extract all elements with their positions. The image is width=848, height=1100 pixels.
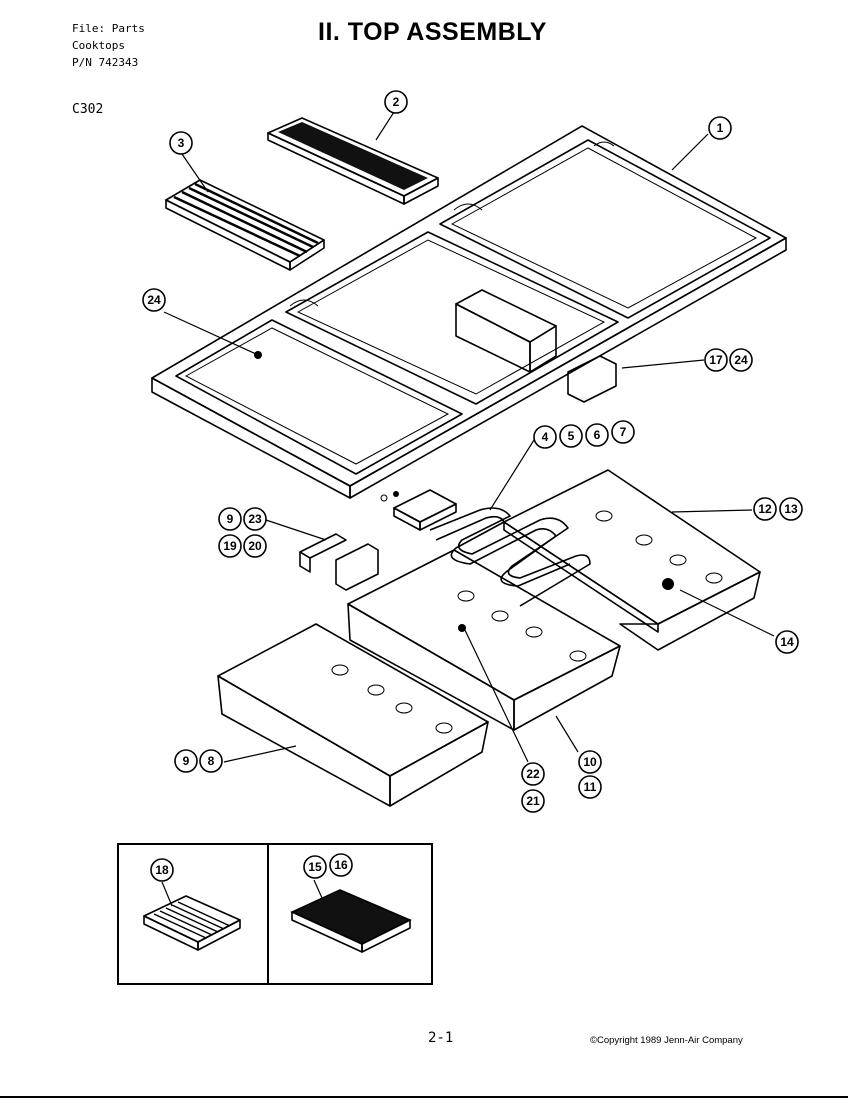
callout-10: 10 [578,750,602,774]
svg-text:12: 12 [758,502,772,516]
svg-text:18: 18 [155,863,169,877]
svg-text:10: 10 [583,755,597,769]
left-burner-pan [217,623,489,807]
svg-text:3: 3 [178,136,185,150]
part-number-line: P/N 742343 [72,56,139,69]
center-burner-pan [347,549,621,731]
mounting-bracket [299,533,379,591]
svg-text:7: 7 [620,425,627,439]
svg-text:24: 24 [147,293,161,307]
grill-grate [165,179,325,271]
callout-19: 19 [218,534,242,558]
callout-15: 15 [303,855,327,879]
callout-3: 3 [169,131,193,155]
svg-text:11: 11 [584,780,597,794]
svg-text:17: 17 [709,353,723,367]
callout-12: 12 [753,497,777,521]
callout-22: 22 [521,762,545,786]
svg-text:6: 6 [594,428,601,442]
file-header: File: Parts Cooktops P/N 742343 [72,20,145,71]
svg-text:20: 20 [248,539,262,553]
model-number: C302 [72,102,104,117]
callout-21: 21 [521,789,545,813]
callout-5: 5 [559,424,583,448]
heating-element [429,507,591,607]
callout-1: 1 [708,116,732,140]
callout-23: 23 [243,507,267,531]
callout-9-bracket: 9 [218,507,242,531]
cooktop-frame [151,125,787,499]
svg-text:1: 1 [717,121,724,135]
svg-text:9: 9 [183,754,190,768]
svg-text:2: 2 [393,95,400,109]
callout-11: 11 [578,775,602,799]
callout-8: 8 [199,749,223,773]
callout-4: 4 [533,425,557,449]
bottom-rule [0,1096,848,1098]
svg-text:19: 19 [223,539,237,553]
svg-text:24: 24 [734,353,748,367]
callout-24-container: 24 [729,348,753,372]
svg-text:22: 22 [526,767,540,781]
callout-24-frame: 24 [142,288,166,312]
callout-7: 7 [611,420,635,444]
callout-6: 6 [585,423,609,447]
category-line: Cooktops [72,39,125,52]
callout-17: 17 [704,348,728,372]
svg-text:14: 14 [780,635,794,649]
svg-text:16: 16 [334,858,348,872]
callout-2: 2 [384,90,408,114]
svg-text:9: 9 [227,512,234,526]
svg-text:5: 5 [568,429,575,443]
callout-20: 20 [243,534,267,558]
drip-container [455,289,617,403]
svg-text:23: 23 [248,512,262,526]
right-burner-pan [503,469,761,651]
svg-text:13: 13 [784,502,798,516]
page-number: 2-1 [428,1030,454,1046]
inset-panel [117,843,433,985]
callout-18: 18 [150,858,174,882]
svg-text:8: 8 [208,754,215,768]
callout-13: 13 [779,497,803,521]
rock-tray-inset [290,879,412,953]
page-title: II. TOP ASSEMBLY [318,18,547,46]
terminal-block [380,489,457,531]
grill-cover [267,117,439,205]
leader-lines [163,111,775,763]
svg-text:21: 21 [526,794,540,808]
svg-text:4: 4 [542,430,549,444]
grill-rack-inset [143,881,241,951]
file-line: File: Parts [72,22,145,35]
callout-16: 16 [329,853,353,877]
callout-14: 14 [775,630,799,654]
copyright-notice: ©Copyright 1989 Jenn-Air Company [590,1035,743,1046]
callout-9-pan: 9 [174,749,198,773]
svg-text:15: 15 [308,860,322,874]
